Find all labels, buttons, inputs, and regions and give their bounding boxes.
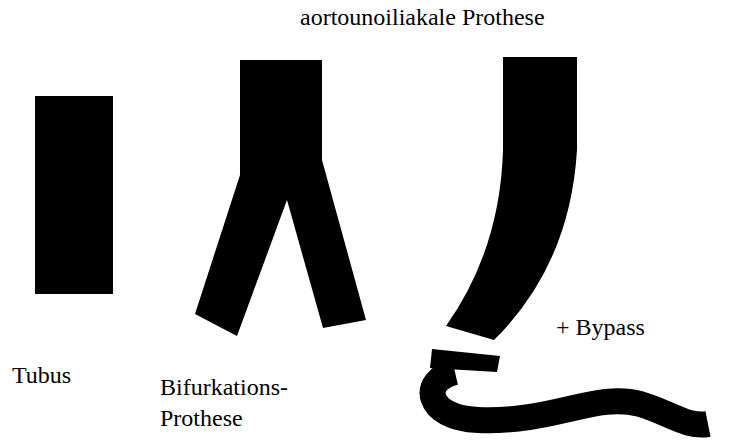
figure-label: aortounoiliakale Prothese xyxy=(300,2,545,33)
figure-label: + Bypass xyxy=(556,312,645,343)
tube-prosthesis xyxy=(35,96,113,294)
aortouniiliac-prosthesis xyxy=(446,57,577,340)
figure-label: Bifurkations- Prothese xyxy=(160,372,310,434)
figure-label: Tubus xyxy=(12,360,71,391)
bifurcation-prosthesis xyxy=(195,60,366,336)
bypass-graft xyxy=(433,372,708,425)
